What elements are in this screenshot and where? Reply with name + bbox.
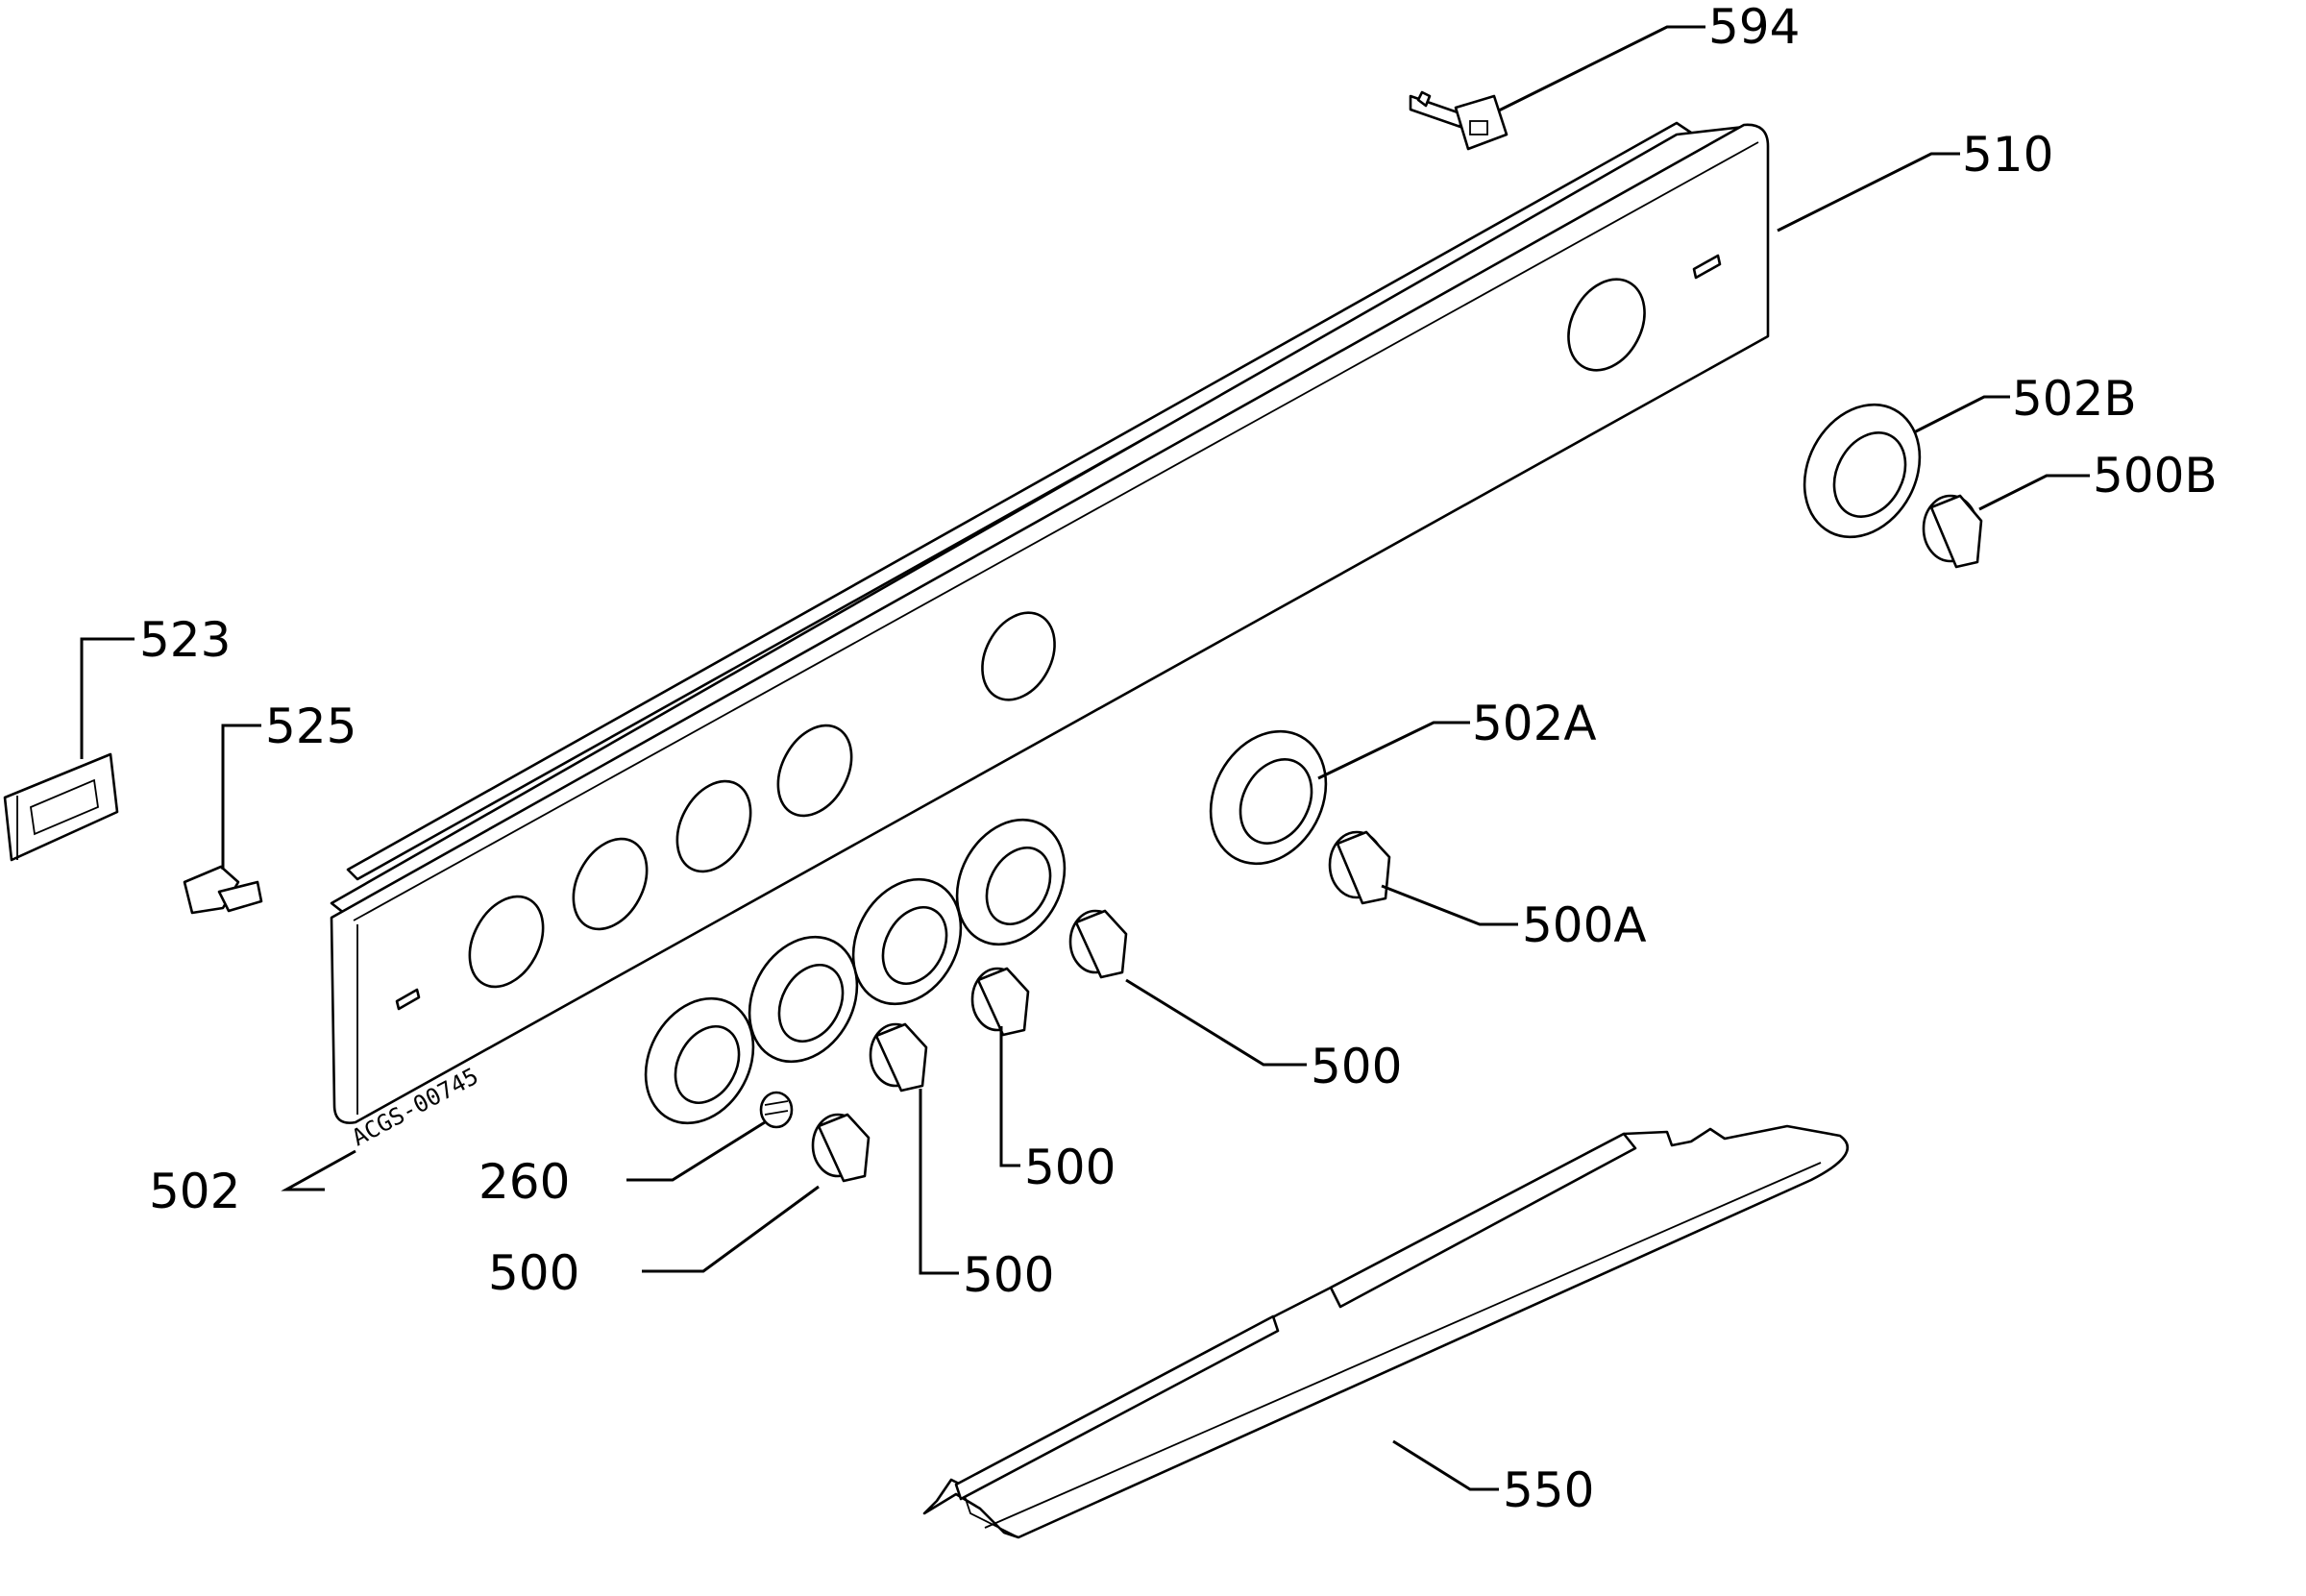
- callout-510: 510: [1962, 127, 2053, 183]
- knob-500A: [1328, 830, 1391, 905]
- control-panel: ACGS-00745: [330, 121, 1770, 1151]
- switch-594: [1409, 90, 1509, 151]
- callout-550: 550: [1503, 1462, 1594, 1518]
- ring-502B: [1803, 403, 1922, 539]
- clip-525: [183, 865, 263, 915]
- callout-labels: 594 510 502B 500B 523 525 502A 500A 500 …: [139, 0, 2218, 1518]
- bracket-550: [922, 1124, 1850, 1539]
- knob-500-4: [811, 1113, 871, 1183]
- knob-500-3: [869, 1022, 928, 1093]
- callout-500B: 500B: [2093, 448, 2218, 503]
- rings-502-row: [644, 818, 1067, 1125]
- knob-500-2: [970, 967, 1030, 1037]
- leader-lines: [80, 25, 2090, 1491]
- callout-594: 594: [1708, 0, 1800, 55]
- frame-523: [3, 752, 119, 862]
- callout-500-right-2: 500: [1024, 1140, 1116, 1195]
- callout-523: 523: [139, 612, 231, 668]
- callout-260: 260: [478, 1154, 570, 1210]
- knob-500-1: [1068, 909, 1128, 979]
- ring-502A: [1209, 729, 1328, 866]
- knobs-500: [811, 909, 1128, 1183]
- callout-500-left-2: 500: [963, 1247, 1054, 1303]
- callout-502A: 502A: [1472, 696, 1597, 751]
- callout-502: 502: [149, 1164, 240, 1219]
- callout-502B: 502B: [2012, 371, 2137, 427]
- callout-500-right-1: 500: [1311, 1039, 1402, 1094]
- callout-500A: 500A: [1522, 897, 1647, 953]
- spring-260: [759, 1091, 794, 1129]
- callout-500-left-1: 500: [488, 1245, 579, 1301]
- knob-500B: [1922, 494, 1983, 569]
- callout-525: 525: [265, 699, 356, 754]
